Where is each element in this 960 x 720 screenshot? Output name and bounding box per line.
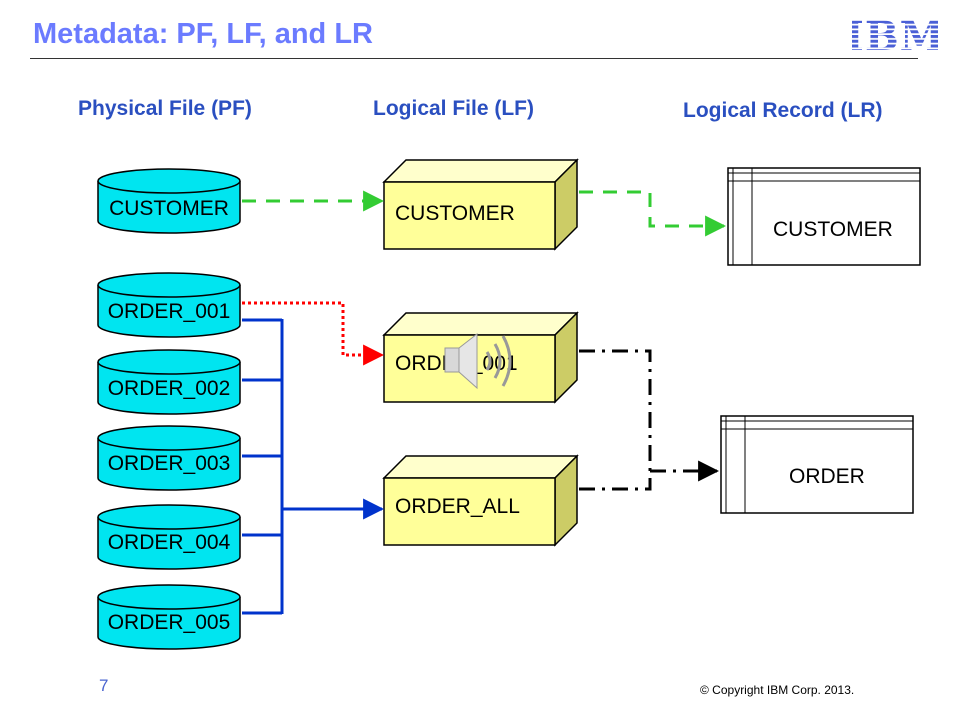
lr-label-customer: CUSTOMER xyxy=(773,218,893,241)
pf-label-customer: CUSTOMER xyxy=(109,197,229,220)
pf-cylinder-order-001: ORDER_001 xyxy=(97,272,241,338)
pf-label-order-002: ORDER_002 xyxy=(108,377,231,400)
column-heading-lf: Logical File (LF) xyxy=(373,97,534,120)
speaker-icon[interactable] xyxy=(443,330,517,392)
pf-label-order-003: ORDER_003 xyxy=(108,452,231,475)
link-pf-order001-to-lf xyxy=(242,301,385,366)
svg-text:IBM: IBM xyxy=(852,16,938,54)
copyright-notice: © Copyright IBM Corp. 2013. xyxy=(700,683,855,697)
lr-label-order: ORDER xyxy=(789,465,865,488)
pf-cylinder-order-003: ORDER_003 xyxy=(97,425,241,491)
page-title: Metadata: PF, LF, and LR xyxy=(33,18,373,50)
lf-label-customer: CUSTOMER xyxy=(395,202,515,225)
pf-cylinder-order-002: ORDER_002 xyxy=(97,349,241,415)
pf-label-order-001: ORDER_001 xyxy=(108,300,231,323)
link-lf-customer-to-lr xyxy=(579,190,727,237)
pf-label-order-005: ORDER_005 xyxy=(108,611,231,634)
page-number: 7 xyxy=(99,676,109,695)
pf-label-order-004: ORDER_004 xyxy=(108,531,231,554)
column-heading-lr: Logical Record (LR) xyxy=(683,99,883,122)
lr-record-customer: CUSTOMER xyxy=(727,167,921,266)
link-pf-orders-to-lf-order-all xyxy=(242,318,385,615)
lf-box-customer: CUSTOMER xyxy=(382,158,579,251)
pf-cylinder-customer: CUSTOMER xyxy=(97,168,241,234)
ibm-logo: IBM xyxy=(852,16,938,54)
link-lf-orders-to-lr-order xyxy=(579,349,720,491)
pf-cylinder-order-004: ORDER_004 xyxy=(97,504,241,570)
title-divider xyxy=(30,58,918,59)
lr-record-order: ORDER xyxy=(720,415,914,514)
lf-label-order-all: ORDER_ALL xyxy=(395,495,520,518)
column-heading-pf: Physical File (PF) xyxy=(78,97,252,120)
pf-cylinder-order-005: ORDER_005 xyxy=(97,584,241,650)
lf-box-order-all: ORDER_ALL xyxy=(382,454,579,547)
